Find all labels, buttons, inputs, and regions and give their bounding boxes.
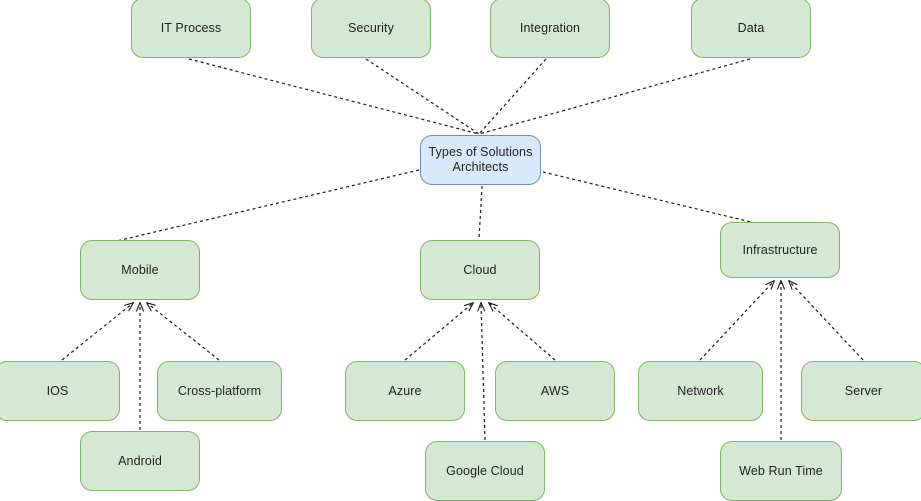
node-label-cloud: Cloud: [463, 262, 497, 277]
edge-security-to-center: [365, 58, 480, 135]
node-integration[interactable]: Integration: [490, 0, 610, 58]
edge-data-to-center: [478, 58, 751, 135]
node-web-run-time[interactable]: Web Run Time: [720, 441, 842, 501]
node-label-azure: Azure: [388, 383, 422, 398]
node-data[interactable]: Data: [691, 0, 811, 58]
edge-google-cloud-to-cloud: [481, 303, 486, 441]
node-label-security: Security: [348, 20, 394, 35]
edge-server-to-infrastructure: [789, 281, 864, 361]
node-infrastructure[interactable]: Infrastructure: [720, 222, 840, 278]
node-aws[interactable]: AWS: [495, 361, 615, 421]
node-label-google-cloud: Google Cloud: [446, 463, 524, 478]
edge-cross-platform-to-mobile: [147, 303, 220, 361]
node-mobile[interactable]: Mobile: [80, 240, 200, 300]
node-label-server: Server: [844, 383, 883, 398]
node-label-types-of-solutions-architects: Types of Solutions Architects: [428, 145, 533, 174]
edge-it-process-to-center: [188, 58, 480, 135]
node-it-process[interactable]: IT Process: [131, 0, 251, 58]
edge-ios-to-mobile: [61, 303, 133, 361]
edge-center-to-infrastructure: [542, 171, 752, 223]
node-network[interactable]: Network: [638, 361, 763, 421]
node-label-android: Android: [118, 453, 162, 468]
node-android[interactable]: Android: [80, 431, 200, 491]
node-types-of-solutions-architects[interactable]: Types of Solutions Architects: [420, 135, 541, 185]
node-cross-platform[interactable]: Cross-platform: [157, 361, 282, 421]
node-label-it-process: IT Process: [160, 20, 222, 35]
node-label-network: Network: [677, 383, 724, 398]
node-security[interactable]: Security: [311, 0, 431, 58]
node-label-data: Data: [737, 20, 765, 35]
edge-center-to-mobile: [107, 169, 420, 244]
node-label-infrastructure: Infrastructure: [742, 242, 818, 257]
node-label-aws: AWS: [540, 383, 570, 398]
edge-center-to-cloud: [478, 185, 483, 240]
edge-network-to-infrastructure: [699, 281, 774, 361]
node-google-cloud[interactable]: Google Cloud: [425, 441, 545, 501]
node-ios[interactable]: IOS: [0, 361, 120, 421]
node-label-cross-platform: Cross-platform: [177, 383, 262, 398]
node-cloud[interactable]: Cloud: [420, 240, 540, 300]
node-label-integration: Integration: [519, 20, 581, 35]
node-server[interactable]: Server: [801, 361, 921, 421]
edge-integration-to-center: [478, 58, 547, 135]
node-label-ios: IOS: [46, 383, 69, 398]
edge-azure-to-cloud: [404, 303, 473, 361]
node-label-web-run-time: Web Run Time: [739, 463, 823, 478]
node-azure[interactable]: Azure: [345, 361, 465, 421]
edge-aws-to-cloud: [489, 303, 556, 361]
node-label-mobile: Mobile: [121, 262, 159, 277]
